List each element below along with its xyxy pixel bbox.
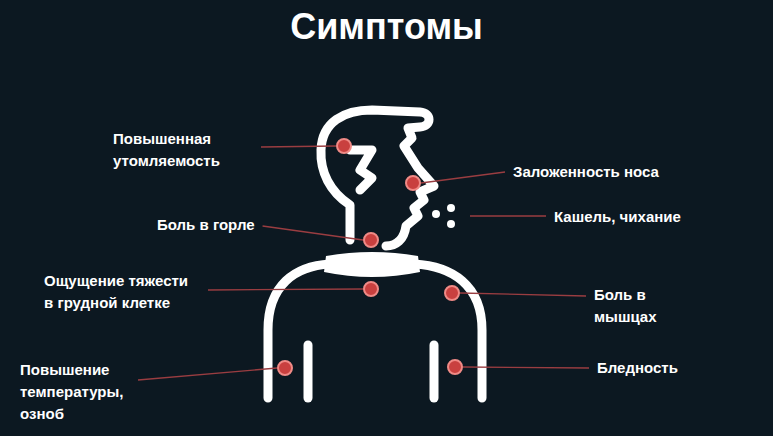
collar — [324, 252, 420, 277]
symptom-label: Повышенная утомляемость — [113, 128, 253, 172]
symptom-dot — [445, 286, 459, 300]
symptom-dot — [406, 176, 420, 190]
leader-line — [463, 367, 589, 368]
symptom-dot — [364, 233, 378, 247]
symptom-label: Повышение температуры, озноб — [20, 359, 130, 424]
breath-dots — [432, 204, 455, 228]
leader-line — [470, 215, 546, 216]
symptom-label: Боль в мышцах — [594, 284, 669, 328]
leader-line — [460, 293, 586, 296]
leader-line — [208, 289, 363, 290]
leader-line — [421, 172, 505, 183]
symptom-dot — [278, 361, 292, 375]
breath-dot — [447, 204, 455, 212]
symptom-label: Боль в горле — [157, 214, 255, 236]
body-outline — [414, 264, 482, 398]
breath-dot — [447, 220, 455, 228]
symptom-label: Заложенность носа — [513, 161, 659, 183]
leader-line — [263, 226, 363, 240]
leader-line — [261, 146, 336, 147]
leader-line — [138, 368, 277, 380]
symptom-label: Ощущение тяжести в грудной клетке — [44, 270, 200, 314]
symptom-dot — [448, 360, 462, 374]
arm-line — [430, 345, 439, 398]
symptom-label: Бледность — [597, 357, 678, 379]
symptom-dot — [337, 139, 351, 153]
symptom-label: Кашель, чихание — [554, 206, 681, 228]
arm-line — [304, 345, 313, 398]
body-outline — [268, 264, 330, 398]
symptom-dot — [364, 282, 378, 296]
diagram-title: Симптомы — [0, 6, 773, 48]
hair-detail — [350, 150, 372, 190]
breath-dot — [432, 210, 440, 218]
head-outline — [321, 110, 434, 246]
